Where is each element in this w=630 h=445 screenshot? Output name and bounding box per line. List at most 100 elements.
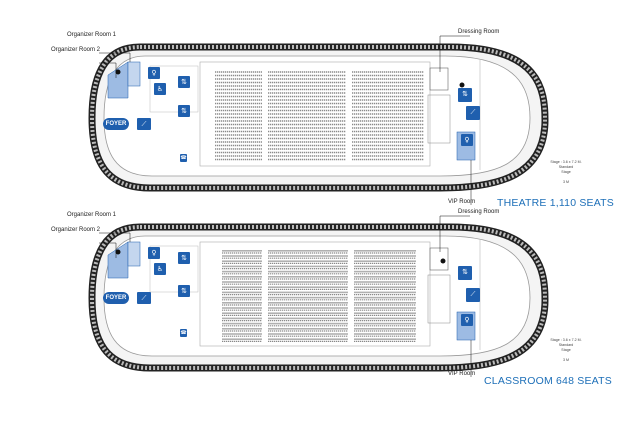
dressing-room-marker xyxy=(440,258,446,264)
classroom-table-row xyxy=(222,302,262,304)
classroom-table-row xyxy=(222,260,262,262)
classroom-table-row xyxy=(268,307,348,309)
organizer-room-2-label: Organizer Room 2 xyxy=(51,47,101,53)
organizer-room-1 xyxy=(127,241,141,267)
classroom-table-row xyxy=(268,281,348,283)
plan-drawing xyxy=(88,35,549,205)
organizer-room-2 xyxy=(107,241,129,279)
vip-room-label: VIP Room xyxy=(448,371,476,377)
dressing-room-label: Dressing Room xyxy=(458,209,500,215)
floor-plan-classroom: Organizer Room 1 Organizer Room 2 Dressi… xyxy=(0,180,630,402)
hall-outline xyxy=(199,241,431,347)
escalator-icon: ⟋ xyxy=(137,292,151,304)
classroom-table-row xyxy=(222,338,262,340)
classroom-table-row xyxy=(354,270,416,273)
phone-icon: ☎ xyxy=(180,329,187,337)
classroom-table-row xyxy=(222,296,262,299)
organizer-room-1-label: Organizer Room 1 xyxy=(67,32,117,38)
classroom-table-row xyxy=(222,286,262,288)
classroom-table-row xyxy=(222,317,262,320)
dressing-room-label: Dressing Room xyxy=(458,29,500,35)
classroom-table-row xyxy=(222,255,262,257)
classroom-table-row xyxy=(354,255,416,257)
classroom-table-row xyxy=(268,270,348,273)
foyer-badge: FOYER xyxy=(103,118,129,130)
classroom-table-row xyxy=(354,317,416,320)
escalator-icon: ⟋ xyxy=(466,106,480,120)
classroom-table-row xyxy=(268,302,348,304)
classroom-table-row xyxy=(354,328,416,330)
classroom-table-row xyxy=(354,338,416,340)
wheelchair-icon: ♿ xyxy=(154,263,166,275)
classroom-table-row xyxy=(222,265,262,268)
classroom-table-row xyxy=(222,281,262,283)
organizer-room-marker xyxy=(115,69,121,75)
floor-plan-theatre: Organizer Room 1 Organizer Room 2 Dressi… xyxy=(0,0,630,222)
restroom-icon: ♀ xyxy=(148,247,160,259)
layout-caption: CLASSROOM 648 SEATS xyxy=(484,375,612,387)
organizer-room-1 xyxy=(127,61,141,87)
classroom-table-row xyxy=(354,286,416,288)
phone-icon: ☎ xyxy=(180,154,187,162)
stage-note-line: 3 M xyxy=(563,358,569,362)
classroom-table-row xyxy=(354,312,416,314)
classroom-table-row xyxy=(268,265,348,268)
seating-area xyxy=(215,71,424,161)
classroom-table-row xyxy=(268,333,348,335)
elevator-icon: ⇅ xyxy=(178,105,190,117)
hall-outline xyxy=(199,61,431,167)
classroom-table-row xyxy=(268,260,348,262)
classroom-table-row xyxy=(354,307,416,309)
classroom-table-row xyxy=(354,281,416,283)
classroom-table-row xyxy=(268,250,348,252)
classroom-table-row xyxy=(268,312,348,314)
vip-room-label: VIP Room xyxy=(448,199,476,205)
stage-note-line: Stage xyxy=(561,348,571,352)
dressing-room-marker xyxy=(459,82,465,88)
classroom-table-row xyxy=(268,291,348,294)
classroom-table-row xyxy=(268,322,348,325)
dressing-room xyxy=(429,67,449,91)
elevator-icon: ⇅ xyxy=(178,285,190,297)
elevator-icon: ⇅ xyxy=(178,252,190,264)
classroom-table-row xyxy=(268,255,348,257)
elevator-icon: ⇅ xyxy=(178,76,190,88)
organizer-room-marker xyxy=(115,249,121,255)
dressing-room xyxy=(429,247,449,271)
restroom-icon: ♀ xyxy=(461,134,473,146)
stage-note-line: Stage : 3.6 x 7.2 M. xyxy=(550,160,582,164)
stage-note-line: 3 M xyxy=(563,180,569,184)
stage-note: Stage : 3.6 x 7.2 M. Standard Stage 3 M xyxy=(546,160,586,185)
organizer-room-2 xyxy=(107,61,129,99)
stage-note-line: Stage xyxy=(561,170,571,174)
classroom-table-row xyxy=(354,291,416,294)
elevator-icon: ⇅ xyxy=(458,88,472,102)
classroom-table-row xyxy=(222,307,262,309)
restroom-icon: ♀ xyxy=(461,314,473,326)
stage-note: Stage : 3.6 x 7.2 M. Standard Stage 3 M xyxy=(546,338,586,363)
organizer-room-2-label: Organizer Room 2 xyxy=(51,227,101,233)
classroom-table-row xyxy=(222,276,262,278)
classroom-table-row xyxy=(354,250,416,252)
organizer-room-1-label: Organizer Room 1 xyxy=(67,212,117,218)
classroom-table-row xyxy=(268,276,348,278)
classroom-table-row xyxy=(268,286,348,288)
restroom-icon: ♀ xyxy=(148,67,160,79)
layout-caption: THEATRE 1,110 SEATS xyxy=(497,197,615,209)
classroom-table-row xyxy=(268,338,348,340)
classroom-table-row xyxy=(222,291,262,294)
elevator-icon: ⇅ xyxy=(458,266,472,280)
classroom-table-row xyxy=(222,312,262,314)
plan-drawing xyxy=(88,215,549,377)
classroom-table-row xyxy=(354,322,416,325)
classroom-table-row xyxy=(222,250,262,252)
classroom-table-row xyxy=(354,333,416,335)
classroom-table-row xyxy=(354,260,416,262)
classroom-table-row xyxy=(222,270,262,273)
classroom-table-row xyxy=(268,328,348,330)
escalator-icon: ⟋ xyxy=(137,118,151,130)
stage-note-line: Standard xyxy=(558,165,574,169)
classroom-table-row xyxy=(268,317,348,320)
classroom-table-row xyxy=(354,296,416,299)
stage-note-line: Stage : 3.6 x 7.2 M. xyxy=(550,338,582,342)
